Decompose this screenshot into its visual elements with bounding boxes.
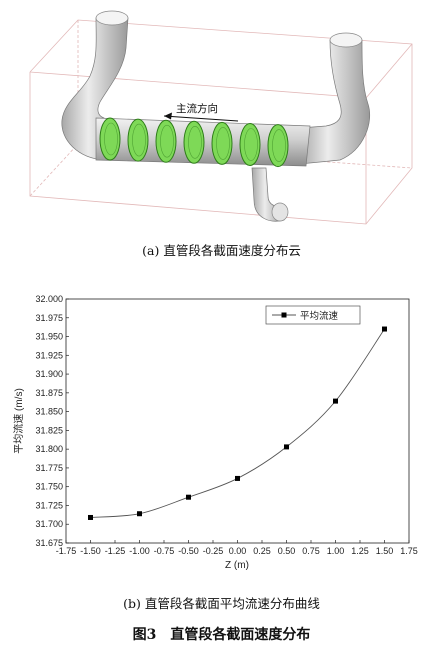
- data-point: [333, 398, 338, 404]
- x-tick-label: 0.75: [302, 546, 320, 556]
- average-velocity-chart: 31.675 31.700 31.725 31.750 31.775 31.800 31.8…: [12, 294, 418, 571]
- velocity-section-5: [211, 121, 233, 165]
- y-tick-label: 31.725: [35, 500, 63, 510]
- y-axis-ticks: 31.675 31.700 31.725 31.750 31.775 31.800 31.8…: [35, 294, 69, 548]
- velocity-section-contour-5: [216, 127, 230, 160]
- x-tick-label: -0.25: [203, 546, 224, 556]
- y-tick-label: 31.850: [35, 407, 63, 417]
- y-tick-label: 31.775: [35, 463, 63, 473]
- x-tick-label: 1.25: [351, 546, 369, 556]
- x-axis-ticks: -1.75-1.50 -1.25-1.00 -0.75-0.50 -0.25 0.00 0…: [56, 540, 418, 556]
- y-tick-label: 31.900: [35, 369, 63, 379]
- y-tick-label: 31.875: [35, 388, 63, 398]
- legend: 平均流速: [265, 305, 361, 325]
- left-inlet-pipe: [61, 10, 129, 161]
- pipe-velocity-contour-figure: 主流方向: [29, 10, 413, 225]
- branch-pipe: [251, 167, 289, 222]
- velocity-section-contour-2: [132, 123, 146, 157]
- velocity-section-4: [183, 120, 205, 164]
- y-tick-label: 31.950: [35, 332, 63, 342]
- data-point: [88, 514, 93, 520]
- velocity-section-contour-3: [160, 124, 174, 158]
- y-tick-label: 31.700: [35, 519, 63, 529]
- x-tick-label: 0.50: [278, 546, 296, 556]
- velocity-section-1: [99, 117, 121, 161]
- right-outlet-pipe: [299, 32, 371, 165]
- caption-figure-a: (a) 直管段各截面速度分布云: [142, 243, 301, 258]
- x-tick-label: 1.75: [400, 546, 418, 556]
- x-tick-label: 1.50: [376, 546, 394, 556]
- caption-figure-b: (b) 直管段各截面平均流速分布曲线: [123, 596, 320, 611]
- figure-title-text: 直管段各截面速度分布: [170, 627, 311, 643]
- legend-label: 平均流速: [300, 310, 339, 322]
- x-tick-label: -0.50: [178, 546, 199, 556]
- flow-direction-label: 主流方向: [176, 102, 218, 115]
- figure-title: 图3 直管段各截面速度分布: [0, 624, 443, 644]
- y-tick-label: 31.925: [35, 350, 63, 360]
- x-tick-label: -1.00: [129, 546, 150, 556]
- velocity-section-contour-6: [244, 128, 258, 161]
- x-tick-label: 0.00: [229, 546, 247, 556]
- x-axis-label: Z (m): [225, 560, 249, 571]
- x-tick-label: 0.25: [253, 546, 271, 556]
- x-tick-label: -1.50: [80, 546, 101, 556]
- y-tick-label: 31.975: [35, 313, 63, 323]
- plot-frame: [65, 298, 410, 544]
- series-line: [90, 328, 385, 518]
- figure-number: 图3: [132, 627, 157, 643]
- flow-direction-arrow: [163, 112, 239, 122]
- velocity-section-contour-1: [104, 122, 118, 156]
- x-tick-label: -1.75: [56, 546, 77, 556]
- y-tick-label: 31.750: [35, 482, 63, 492]
- series-average-velocity: [88, 326, 387, 520]
- velocity-section-contour-4: [188, 126, 202, 159]
- velocity-section-7: [267, 124, 289, 168]
- data-point: [284, 444, 289, 450]
- y-tick-label: 32.000: [35, 294, 63, 304]
- velocity-section-contour-7: [272, 129, 286, 162]
- x-tick-label: -0.75: [154, 546, 175, 556]
- data-point: [137, 511, 142, 517]
- velocity-section-2: [127, 118, 149, 162]
- y-tick-label: 31.800: [35, 444, 63, 454]
- data-point: [382, 326, 387, 332]
- x-tick-label: 1.00: [327, 546, 345, 556]
- y-axis-label: 平均流速 (m/s): [12, 388, 25, 454]
- velocity-section-3: [155, 119, 177, 163]
- velocity-cross-sections: [99, 117, 289, 168]
- y-tick-label: 31.825: [35, 425, 63, 435]
- y-tick-label: 31.675: [35, 538, 63, 548]
- data-point: [235, 475, 240, 481]
- velocity-section-6: [239, 123, 261, 166]
- legend-box: [265, 305, 361, 325]
- x-tick-label: -1.25: [105, 546, 126, 556]
- data-point: [186, 494, 191, 500]
- legend-marker: [281, 312, 287, 318]
